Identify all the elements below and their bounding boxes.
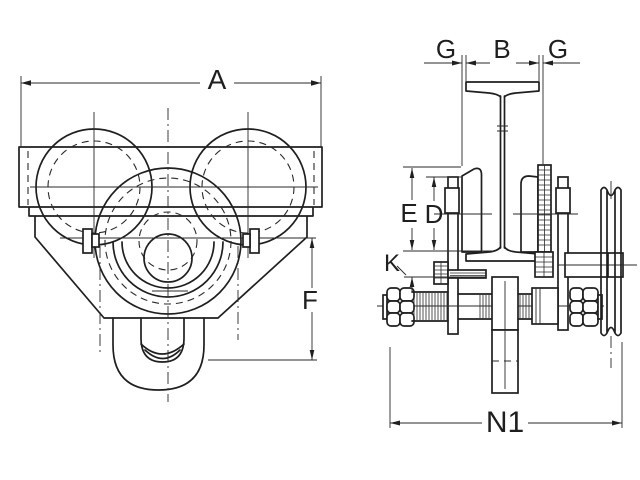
right-end-washer — [597, 294, 603, 320]
side-view — [377, 81, 637, 394]
side-right-wheel — [520, 175, 539, 253]
spindle-thread-mid — [479, 295, 490, 318]
dimension-N1: N1 — [389, 342, 623, 439]
dimension-G-B-G: G B G — [424, 34, 580, 166]
trolley-body-outline — [18, 146, 323, 319]
label-G-right: G — [548, 34, 568, 64]
label-E: E — [400, 198, 417, 228]
spindle-rod — [457, 293, 493, 320]
side-left-wheel — [461, 167, 483, 253]
left-nuts — [386, 287, 415, 327]
left-hub — [444, 187, 460, 214]
gear-pitch-circle — [104, 177, 232, 305]
right-hub — [555, 187, 571, 214]
label-F: F — [302, 285, 318, 315]
right-axle-clip — [249, 228, 260, 254]
dimension-E: E — [400, 166, 492, 252]
hook-saddle — [140, 343, 185, 360]
label-B: B — [493, 34, 510, 64]
pinion-gear — [433, 261, 449, 285]
label-K: K — [384, 250, 400, 277]
left-axle-clip-tab — [91, 233, 100, 248]
chain-sheave — [600, 181, 622, 368]
beam-top-flange — [465, 81, 540, 98]
hook-eye-inner — [140, 317, 185, 363]
wheel-centerlines — [30, 112, 318, 258]
label-A: A — [208, 64, 227, 95]
beam-web-break — [497, 125, 508, 132]
front-view — [18, 108, 323, 402]
side-hole-centerlines — [99, 246, 239, 356]
dimension-D: D — [425, 176, 461, 250]
gear-rim — [534, 164, 554, 278]
right-axle-clip-tab — [242, 233, 251, 248]
hidden-edges — [27, 151, 315, 205]
beam-web — [499, 95, 506, 249]
right-nuts — [569, 287, 599, 327]
dimension-F: F — [208, 238, 318, 361]
dimension-A: A — [20, 64, 322, 147]
spindle-thread-right — [517, 293, 533, 320]
left-axle-clip — [82, 228, 93, 254]
spindle-thread-left — [411, 291, 449, 322]
guard-bar — [447, 269, 487, 279]
label-D: D — [425, 199, 444, 229]
dimension-K: K — [384, 250, 486, 292]
label-N1: N1 — [486, 406, 524, 439]
beam-bottom-flange — [465, 246, 540, 262]
label-G-left: G — [436, 34, 456, 64]
hook-eye-outer — [112, 317, 205, 391]
